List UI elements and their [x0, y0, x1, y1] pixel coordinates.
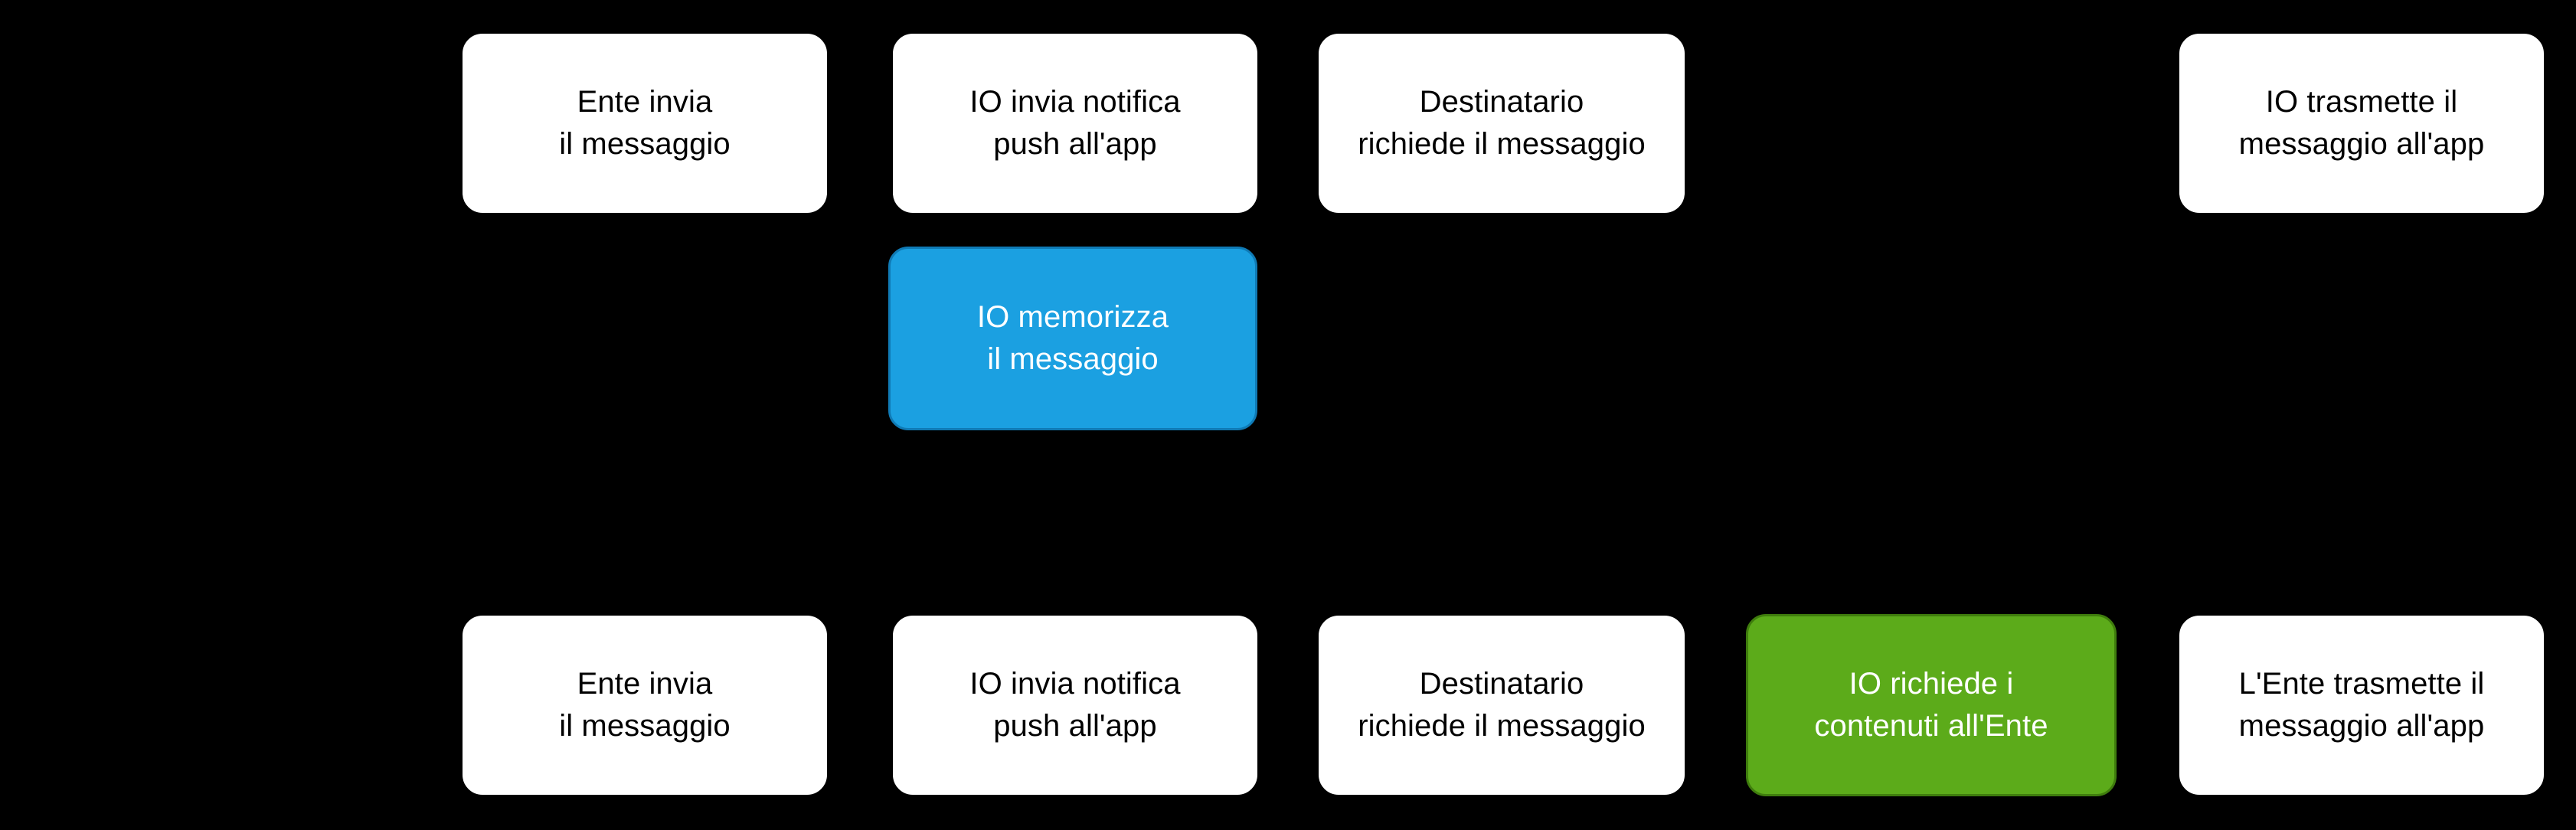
- process-node-r1-n3[interactable]: Destinatario richiede il messaggio: [1319, 34, 1685, 213]
- process-node-r2-n2[interactable]: IO invia notifica push all'app: [893, 616, 1257, 795]
- process-node-r1-n4[interactable]: IO trasmette il messaggio all'app: [2179, 34, 2544, 213]
- process-node-r2-n1[interactable]: Ente invia il messaggio: [463, 616, 827, 795]
- process-node-r1-n2[interactable]: IO invia notifica push all'app: [893, 34, 1257, 213]
- process-node-r2-n5[interactable]: L'Ente trasmette il messaggio all'app: [2179, 616, 2544, 795]
- process-node-r2-n3[interactable]: Destinatario richiede il messaggio: [1319, 616, 1685, 795]
- process-node-r1-store[interactable]: IO memorizza il messaggio: [888, 247, 1257, 430]
- process-node-r1-n1[interactable]: Ente invia il messaggio: [463, 34, 827, 213]
- process-node-r2-n4[interactable]: IO richiede i contenuti all'Ente: [1746, 614, 2117, 796]
